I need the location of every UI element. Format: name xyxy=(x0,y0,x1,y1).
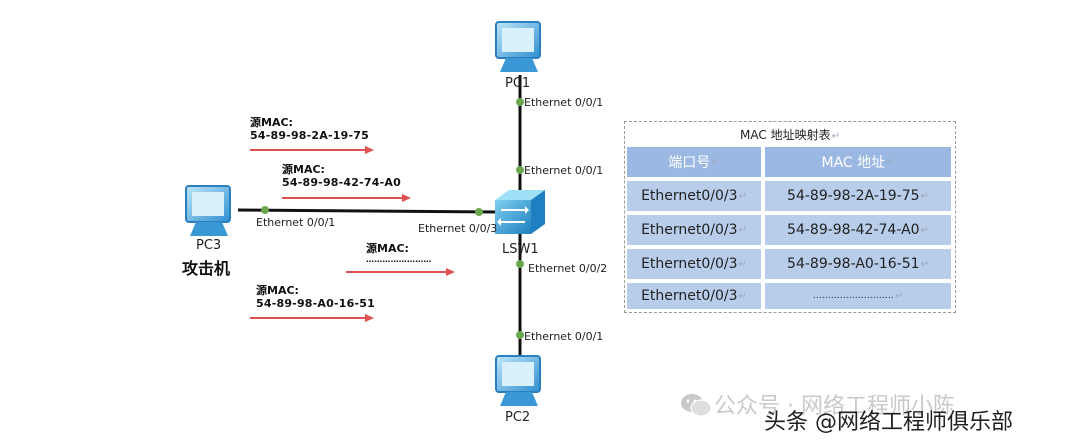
switch-icon[interactable] xyxy=(495,190,545,234)
port-label-pc3: Ethernet 0/0/1 xyxy=(256,216,336,229)
frame-2-title: 源MAC: xyxy=(282,163,325,176)
mac-address-table: MAC 地址映射表↵ 端口号↵ MAC 地址↵ Ethernet0/0/3↵ 5… xyxy=(624,121,956,313)
table-header-port: 端口号↵ xyxy=(627,147,761,177)
switch-label: LSW1 xyxy=(502,242,539,257)
port-dot-sw-left xyxy=(475,208,483,216)
attacker-label: 攻击机 xyxy=(182,259,231,278)
table-cell: Ethernet0/0/3↵ xyxy=(627,283,761,309)
frame-4-mac: 54-89-98-A0-16-51 xyxy=(256,297,375,310)
port-label-sw-top: Ethernet 0/0/1 xyxy=(524,164,604,177)
wechat-icon xyxy=(681,394,712,417)
table-cell: 54-89-98-42-74-A0↵ xyxy=(765,215,951,245)
frame-arrow-4 xyxy=(250,314,374,322)
frame-4-title: 源MAC: xyxy=(256,284,299,297)
frame-1-mac: 54-89-98-2A-19-75 xyxy=(250,129,369,142)
table-cell: 54-89-98-2A-19-75↵ xyxy=(765,181,951,211)
frame-2-mac: 54-89-98-42-74-A0 xyxy=(282,176,401,189)
pc3-icon[interactable] xyxy=(185,185,231,236)
frame-arrow-2 xyxy=(282,194,411,202)
pc1-icon[interactable] xyxy=(495,21,541,72)
table-cell: ………………………↵ xyxy=(765,283,951,309)
port-dot-sw-top xyxy=(516,166,524,174)
frame-3-title: 源MAC: xyxy=(366,242,409,255)
pc3-label: PC3 xyxy=(196,238,222,253)
port-label-pc1: Ethernet 0/0/1 xyxy=(524,96,604,109)
table-cell: Ethernet0/0/3↵ xyxy=(627,215,761,245)
frame-3-mac: …………………… xyxy=(366,255,432,264)
port-dot-pc3 xyxy=(261,206,269,214)
table-cell: Ethernet0/0/3↵ xyxy=(627,181,761,211)
table-caption: MAC 地址映射表↵ xyxy=(740,128,840,142)
watermark-line-2: 头条 @网络工程师俱乐部 xyxy=(764,410,1013,435)
port-label-sw-bottom: Ethernet 0/0/2 xyxy=(528,262,608,275)
pc2-label: PC2 xyxy=(505,410,531,425)
frame-arrow-3 xyxy=(346,268,455,276)
frame-1-title: 源MAC: xyxy=(250,116,293,129)
pc2-icon[interactable] xyxy=(495,355,541,406)
port-label-pc2: Ethernet 0/0/1 xyxy=(524,330,604,343)
frame-arrow-1 xyxy=(250,146,374,154)
port-dot-sw-bottom xyxy=(516,260,524,268)
watermark-line-1: 公众号 · 网络工程师小陈 xyxy=(714,394,955,419)
link-pc3-switch xyxy=(237,208,499,214)
table-cell: 54-89-98-A0-16-51↵ xyxy=(765,249,951,279)
table-header-mac: MAC 地址↵ xyxy=(765,147,951,177)
port-label-sw-left: Ethernet 0/0/3 xyxy=(418,222,498,235)
port-dot-pc1 xyxy=(516,98,524,106)
pc1-label: PC1 xyxy=(505,76,531,91)
port-dot-pc2 xyxy=(516,331,524,339)
table-cell: Ethernet0/0/3↵ xyxy=(627,249,761,279)
